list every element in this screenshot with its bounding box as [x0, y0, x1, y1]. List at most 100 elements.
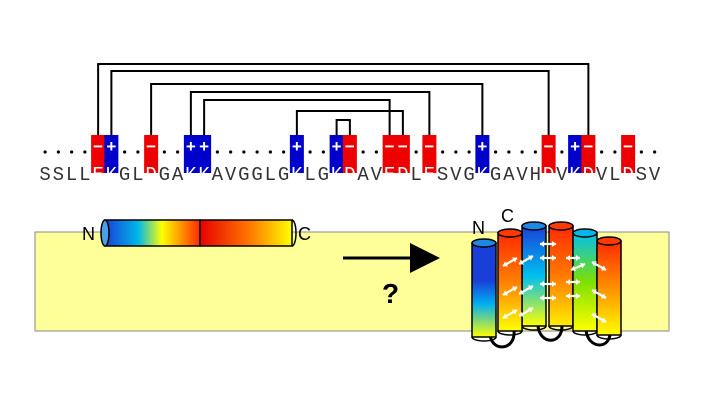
charge-sign-12: + — [199, 137, 209, 156]
residue-19: K — [291, 164, 303, 186]
sequence-dot — [507, 150, 511, 154]
bridge-arrowhead — [566, 279, 570, 285]
residue-12: K — [198, 164, 210, 186]
residue-44: D — [622, 164, 633, 186]
residue-30: S — [437, 164, 448, 186]
bridge-arrowhead — [528, 285, 533, 291]
bridge-arrowhead — [566, 255, 570, 261]
residue-24: A — [357, 164, 369, 186]
bridge-arrowhead — [592, 289, 597, 295]
charge-box-27 — [395, 135, 410, 173]
residue-31: V — [450, 164, 462, 186]
charge-box-4 — [91, 135, 106, 173]
charge-sign-26: − — [385, 137, 395, 156]
bridge-arrowhead — [503, 313, 508, 319]
residue-11: K — [185, 164, 197, 186]
residue-22: K — [331, 164, 343, 186]
helix-1 — [471, 238, 497, 342]
residue-0: S — [39, 164, 50, 186]
sequence-dot — [467, 150, 471, 154]
charge-sign-38: − — [544, 137, 554, 156]
sequence-dot — [374, 150, 378, 154]
sequence-dot — [43, 150, 47, 154]
charge-box-19 — [289, 135, 304, 173]
charge-box-22 — [329, 135, 344, 173]
bridge-arrowhead — [503, 290, 508, 296]
bridge-arrowhead — [519, 259, 524, 265]
bridge-arrowhead — [571, 265, 576, 272]
residue-10: A — [172, 164, 184, 186]
bridge-arrowhead — [601, 293, 606, 299]
bridge-arrowhead — [519, 311, 524, 317]
charge-box-44 — [621, 135, 636, 173]
charge-sign-11: + — [186, 137, 196, 156]
residue-13: A — [212, 164, 224, 186]
bridge-arrowhead — [519, 289, 524, 295]
residue-42: V — [596, 164, 608, 186]
question-mark: ? — [382, 278, 399, 309]
charge-markers: −+−++++−−−−+−+−− — [91, 135, 636, 173]
charge-sign-27: − — [398, 137, 408, 156]
sequence-dot — [653, 150, 657, 154]
residue-5: K — [106, 164, 118, 186]
link-22-23 — [335, 119, 351, 135]
salt-bridge-arrows — [502, 241, 607, 323]
unfolded-n-terminus: N — [82, 224, 95, 244]
charge-box-8 — [144, 135, 159, 173]
helix-6 — [596, 236, 622, 340]
residue-3: L — [79, 164, 90, 186]
residue-20: L — [304, 164, 315, 186]
bridge-arrowhead — [601, 317, 606, 323]
residue-17: L — [265, 164, 276, 186]
bridge-arrowhead — [552, 241, 556, 247]
sequence-dot — [414, 150, 418, 154]
residue-36: V — [516, 164, 528, 186]
residue-43: L — [609, 164, 620, 186]
sequence-dot — [282, 150, 286, 154]
sequence-dot — [215, 150, 219, 154]
bridge-arrowhead — [540, 281, 544, 287]
charge-sign-44: − — [623, 137, 633, 156]
link-12-26 — [203, 99, 391, 135]
folded-c-terminus: C — [501, 206, 514, 226]
sequence-dot — [494, 150, 498, 154]
bridge-arrowhead — [528, 307, 533, 313]
charge-box-29 — [422, 135, 437, 173]
bridge-arrowhead — [576, 279, 580, 285]
charge-sign-19: + — [292, 137, 302, 156]
residue-34: G — [490, 164, 501, 186]
link-11-29 — [189, 91, 431, 135]
residue-18: G — [278, 164, 289, 186]
residue-9: G — [159, 164, 170, 186]
bridge-arrowhead — [512, 257, 517, 263]
sequence-dot — [560, 150, 564, 154]
residue-39: V — [556, 164, 568, 186]
sequence-dot — [242, 150, 246, 154]
link-4-41 — [97, 63, 590, 135]
folded-n-terminus: N — [472, 218, 485, 238]
sequence-dot — [321, 150, 325, 154]
sequence-dot — [56, 150, 60, 154]
residue-40: K — [569, 164, 581, 186]
bridge-arrowhead — [552, 295, 556, 301]
sequence-dot — [162, 150, 166, 154]
charge-sign-41: − — [583, 137, 593, 156]
sequence-dot — [123, 150, 127, 154]
sequence-dot — [70, 150, 74, 154]
residue-15: G — [238, 164, 249, 186]
charge-box-11 — [183, 135, 198, 173]
residue-45: S — [636, 164, 647, 186]
bridge-arrowhead — [552, 255, 556, 261]
link-19-27 — [295, 110, 404, 135]
residue-32: G — [463, 164, 474, 186]
residue-23: D — [344, 164, 355, 186]
residue-7: L — [132, 164, 143, 186]
charge-sign-22: + — [332, 137, 342, 156]
sequence-dot — [441, 150, 445, 154]
bridge-arrowhead — [528, 255, 533, 261]
sequence-dot — [600, 150, 604, 154]
residue-37: H — [530, 164, 541, 186]
sequence-dot — [229, 150, 233, 154]
unfolded-c-terminus: C — [298, 224, 311, 244]
